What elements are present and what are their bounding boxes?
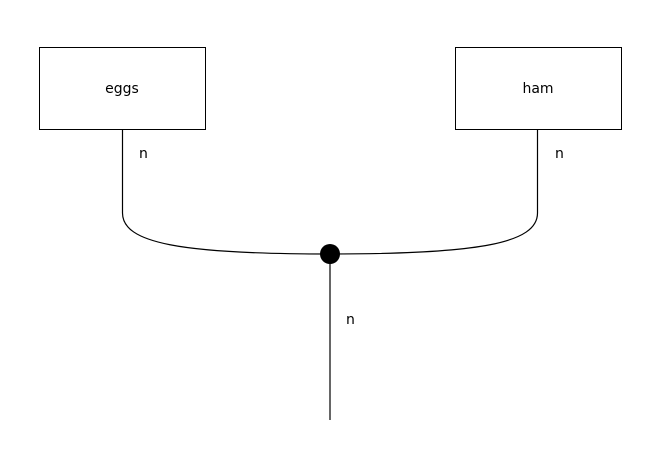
- edge-label-eggs: n: [139, 146, 148, 162]
- node-eggs-label: eggs: [105, 81, 139, 97]
- node-ham-box: [455, 47, 622, 130]
- node-eggs: eggs: [39, 47, 206, 130]
- node-ham-label: ham: [522, 81, 553, 97]
- edge-eggs-to-junction: [121, 130, 331, 255]
- junction-dot: [320, 244, 340, 264]
- node-eggs-box: [39, 47, 206, 130]
- edge-label-output: n: [346, 312, 355, 328]
- node-ham: ham: [455, 47, 622, 130]
- edge-ham-to-junction: [329, 130, 539, 255]
- edge-label-ham: n: [555, 146, 564, 162]
